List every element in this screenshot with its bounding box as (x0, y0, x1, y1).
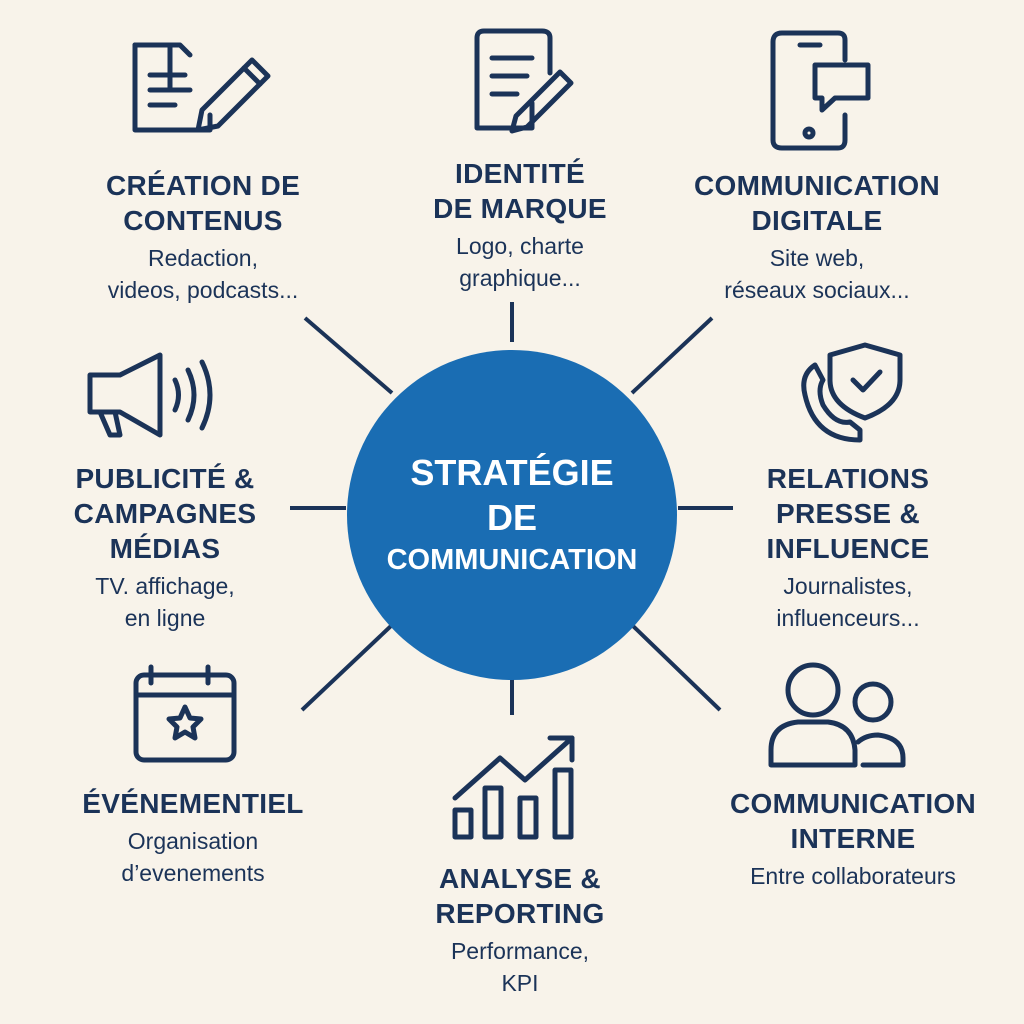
connector-top-right (630, 316, 714, 395)
node-desc: Site web,réseaux sociaux... (724, 245, 910, 303)
node-desc: Journalistes,influenceurs... (776, 573, 920, 631)
users-icon (768, 662, 906, 768)
calendar-star-icon (133, 664, 237, 763)
node-desc: Performance,KPI (450, 938, 590, 996)
node-title: ÉVÉNEMENTIEL (82, 788, 304, 819)
connector-top-left (303, 316, 394, 395)
document-pencil-icon (132, 42, 271, 133)
node-desc: Entre collaborateurs (750, 863, 956, 889)
node-title: ANALYSE &REPORTING (435, 863, 605, 929)
phone-chat-icon (770, 30, 871, 151)
phone-shield-icon (801, 342, 903, 443)
connector-bottom-right (630, 623, 722, 712)
node-desc: Redaction,videos, podcasts... (107, 245, 299, 303)
megaphone-icon (87, 352, 213, 438)
hub-line-3: COMMUNICATION (386, 544, 638, 576)
connector-bottom-left (300, 623, 394, 712)
central-hub: STRATÉGIE DE COMMUNICATION (347, 350, 677, 680)
bar-chart-trend-icon (452, 735, 575, 840)
hub-line-1: STRATÉGIE (410, 452, 614, 493)
hub-line-2: DE (486, 497, 537, 538)
notepad-pencil-icon (474, 28, 574, 134)
node-analyse-reporting: ANALYSE &REPORTING Performance,KPI (435, 861, 604, 999)
node-desc: TV. affichage,en ligne (95, 573, 235, 631)
